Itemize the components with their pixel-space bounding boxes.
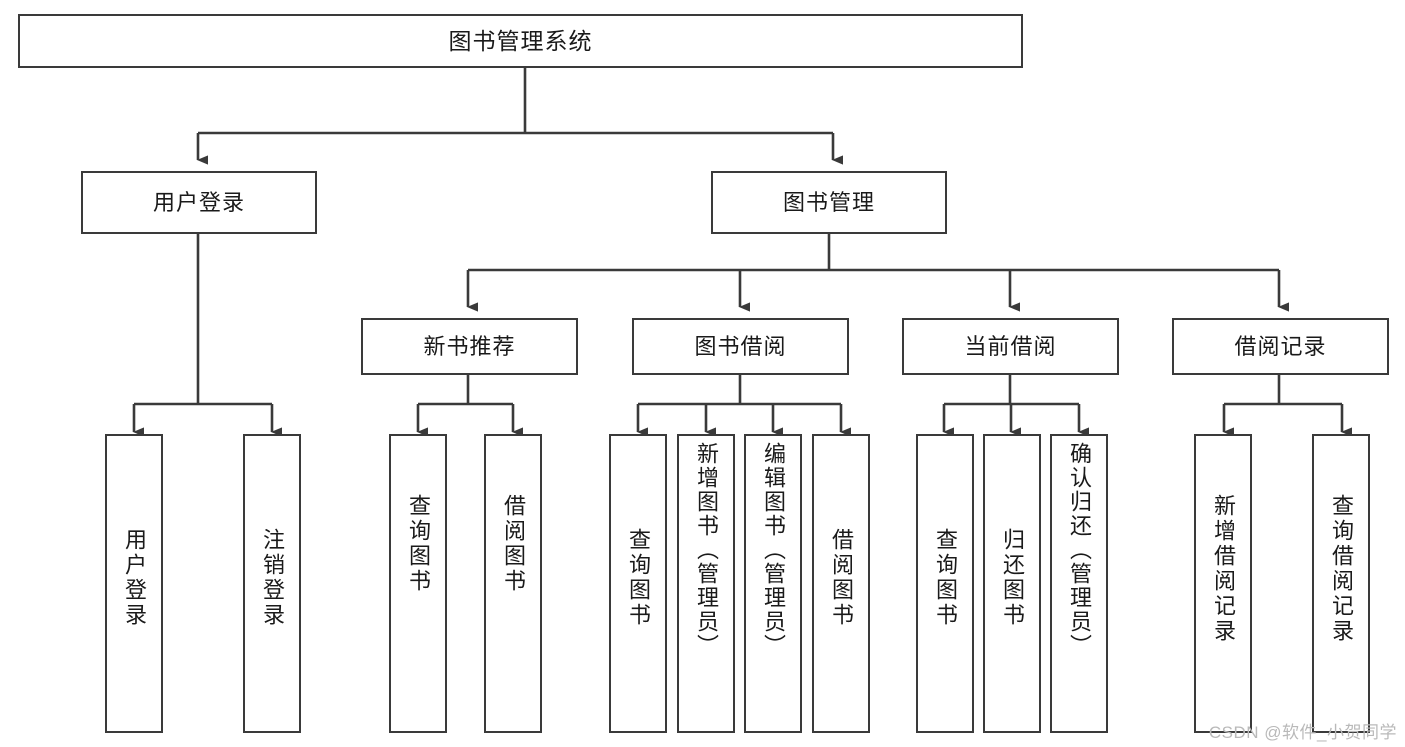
- leaf-borrow-book[interactable]: 借阅图书: [812, 434, 870, 733]
- node-book-management[interactable]: 图书管理: [711, 171, 947, 234]
- node-label: 图书借阅: [694, 333, 787, 359]
- node-book-borrow[interactable]: 图书借阅: [632, 318, 849, 375]
- node-label: 借阅记录: [1234, 333, 1327, 359]
- node-label: 查询借阅记录: [1329, 494, 1354, 644]
- node-label: 新书推荐: [423, 333, 516, 359]
- node-label: 借阅图书: [501, 494, 526, 594]
- leaf-return-book[interactable]: 归还图书: [983, 434, 1041, 733]
- leaf-edit-book-admin[interactable]: 编辑图书（管理员）: [744, 434, 802, 733]
- node-label: 归还图书: [1000, 528, 1025, 628]
- node-label: 图书管理: [782, 189, 875, 215]
- node-label: 图书管理系统: [448, 27, 593, 54]
- node-label: 查询图书: [406, 494, 431, 594]
- leaf-query-book-borrow[interactable]: 查询图书: [609, 434, 667, 733]
- csdn-watermark: CSDN @软件_小贺同学: [1208, 723, 1397, 742]
- leaf-borrow-book-recommend[interactable]: 借阅图书: [484, 434, 542, 733]
- node-label: 借阅图书: [829, 528, 854, 628]
- node-borrow-record[interactable]: 借阅记录: [1172, 318, 1389, 375]
- node-label: 用户登录: [152, 189, 245, 215]
- node-label: 注销登录: [260, 528, 285, 628]
- leaf-query-book-current[interactable]: 查询图书: [916, 434, 974, 733]
- node-label: 确认归还（管理员）: [1067, 442, 1092, 658]
- node-label: 当前借阅: [964, 333, 1057, 359]
- node-label: 查询图书: [626, 528, 651, 628]
- node-user-login[interactable]: 用户登录: [81, 171, 317, 234]
- node-root-book-management-system[interactable]: 图书管理系统: [18, 14, 1023, 68]
- leaf-logout-login[interactable]: 注销登录: [243, 434, 301, 733]
- leaf-add-borrow-record[interactable]: 新增借阅记录: [1194, 434, 1252, 733]
- leaf-query-borrow-record[interactable]: 查询借阅记录: [1312, 434, 1370, 733]
- leaf-add-book-admin[interactable]: 新增图书（管理员）: [677, 434, 735, 733]
- node-label: 查询图书: [933, 528, 958, 628]
- leaf-user-login[interactable]: 用户登录: [105, 434, 163, 733]
- node-label: 用户登录: [122, 528, 147, 628]
- node-label: 编辑图书（管理员）: [761, 442, 786, 658]
- node-label: 新增图书（管理员）: [694, 442, 719, 658]
- leaf-query-book-recommend[interactable]: 查询图书: [389, 434, 447, 733]
- node-new-book-recommend[interactable]: 新书推荐: [361, 318, 578, 375]
- leaf-confirm-return-admin[interactable]: 确认归还（管理员）: [1050, 434, 1108, 733]
- node-current-borrow[interactable]: 当前借阅: [902, 318, 1119, 375]
- node-label: 新增借阅记录: [1211, 494, 1236, 644]
